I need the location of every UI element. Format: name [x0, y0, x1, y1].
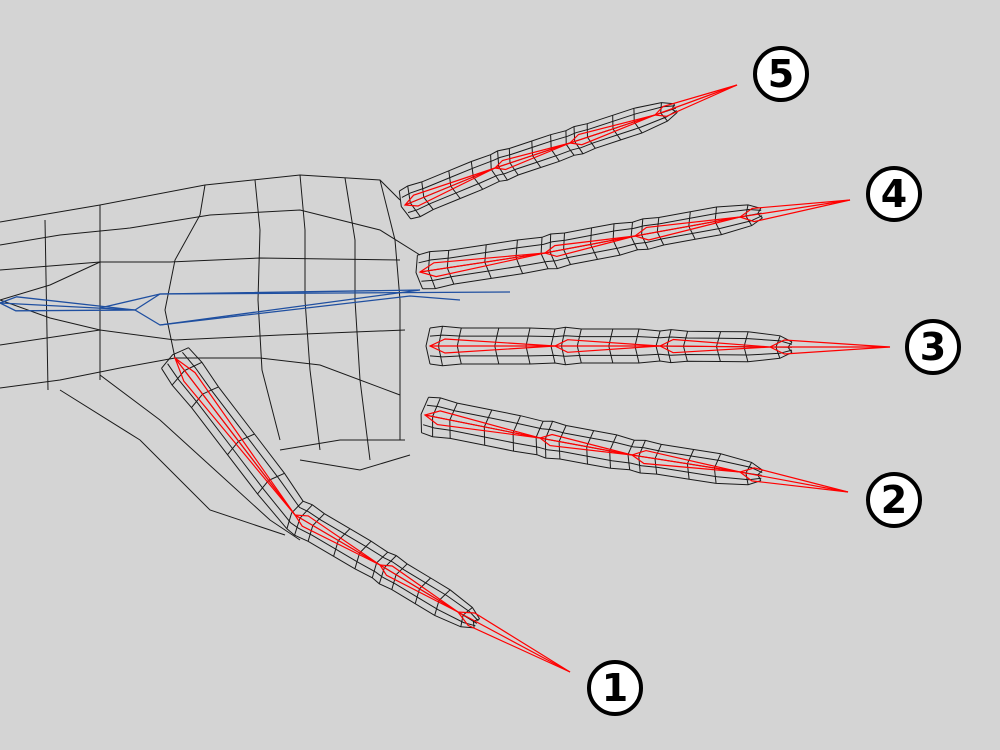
label-text: 4: [880, 172, 908, 216]
pinky-mesh-edge: [399, 102, 675, 192]
ring-bone-3-axis: [634, 216, 741, 237]
palm-mesh-line: [0, 209, 421, 256]
middle-mesh-edge: [429, 349, 793, 358]
palm-mesh-line: [299, 174, 321, 451]
index-bone-1-axis: [424, 414, 541, 439]
palm-mesh-line: [0, 299, 101, 331]
index-tip-bone-axis: [739, 471, 849, 493]
middle-bone-3-axis: [659, 345, 771, 348]
palm-mesh-line: [344, 177, 371, 461]
metacarpal-axis-2: [159, 295, 461, 326]
ring-mesh-edge: [418, 208, 762, 264]
pinky-mesh-edge: [410, 112, 678, 220]
palm-mesh-line: [99, 374, 301, 541]
pinky-bone-1-axis: [404, 167, 496, 206]
middle-mesh-edge: [429, 325, 793, 343]
index-bone-2-axis: [539, 437, 633, 456]
thumb-mesh-edge: [182, 351, 479, 622]
middle-mesh-ring: [425, 327, 431, 365]
thumb-mesh-edge: [161, 368, 475, 629]
palm-mesh-line: [0, 329, 406, 346]
wrist-bone-axis: [0, 302, 136, 311]
label-ring: 4: [866, 166, 922, 222]
ring-mesh-edge: [422, 217, 763, 290]
palm-mesh-line: [279, 439, 405, 451]
index-mesh-ring: [420, 397, 429, 433]
metacarpal-axis: [99, 291, 511, 309]
thumb-mesh-ring: [161, 347, 189, 369]
ring-bone-1-axis: [419, 252, 546, 273]
hand-mesh: [0, 102, 793, 629]
metacarpal-bone: [133, 289, 421, 326]
label-text: 5: [767, 52, 795, 96]
palm-mesh-line: [0, 257, 401, 271]
index-mesh-edge: [422, 424, 762, 481]
ring-mesh-ring: [415, 255, 424, 289]
label-middle: 3: [905, 319, 961, 375]
pinky-mesh-edge: [407, 110, 677, 214]
thumb-mesh-ring: [286, 500, 304, 529]
finger-bones: [173, 84, 891, 673]
ring-mesh-edge: [421, 215, 763, 282]
label-index: 2: [866, 472, 922, 528]
thumb-bone-1-axis: [174, 357, 296, 516]
thumb-mesh-edge: [167, 363, 476, 627]
pinky-mesh-edge: [401, 105, 676, 198]
palm-bones: [0, 289, 511, 326]
palm-mesh-line: [175, 357, 401, 396]
middle-mesh-edge: [429, 334, 793, 345]
index-mesh-edge: [421, 432, 762, 486]
index-bone-3-axis: [631, 454, 741, 473]
middle-mesh-edge: [429, 351, 793, 367]
label-text: 2: [880, 478, 908, 522]
ring-tip-bone-axis: [739, 199, 851, 218]
thumb-mesh-edge: [188, 347, 481, 620]
pinky-tip-bone-axis: [654, 84, 738, 116]
index-tip-bone: [738, 467, 849, 493]
pinky-bone-2-axis: [494, 142, 571, 169]
thumb-tip-bone-axis: [457, 611, 571, 673]
palm-mesh-line: [59, 389, 286, 536]
palm-mesh-line: [0, 174, 401, 223]
index-mesh-edge: [428, 396, 763, 471]
pinky-bone-3-axis: [569, 114, 656, 144]
palm-mesh-line: [0, 261, 101, 301]
label-text: 3: [919, 325, 947, 369]
label-thumb: 1: [587, 660, 643, 716]
index-mesh-edge: [426, 404, 763, 474]
label-pinky: 5: [753, 46, 809, 102]
ring-mesh-edge: [417, 204, 761, 256]
palm-mesh-line: [0, 357, 176, 389]
label-text: 1: [601, 666, 629, 710]
pinky-mesh-ring: [398, 191, 412, 220]
thumb-bone-3-axis: [379, 564, 459, 613]
ring-bone-2-axis: [544, 235, 636, 254]
palm-mesh-line: [379, 179, 401, 440]
palm-mesh-line: [254, 179, 281, 441]
palm-mesh-line: [299, 454, 411, 471]
palm-mesh-line: [164, 184, 206, 359]
thumb-bone-2-axis: [294, 514, 381, 566]
